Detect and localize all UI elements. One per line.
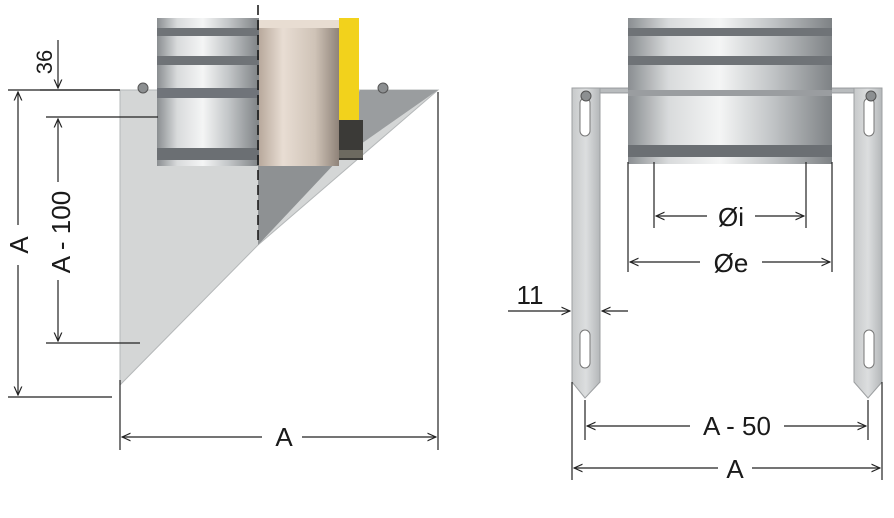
dim-height-total: A: [4, 236, 34, 254]
outer-pipe: [259, 20, 339, 166]
bolt-front-left: [580, 90, 592, 102]
dim-inner-width: A - 50: [703, 411, 771, 441]
dim-outer-diameter: Øe: [714, 248, 749, 278]
right-bracket: [853, 87, 883, 399]
front-pipe: [628, 18, 832, 164]
dim-collar-height: 36: [32, 50, 57, 74]
dim-inner-diameter: Øi: [718, 202, 744, 232]
bolt-right: [377, 82, 389, 94]
left-bracket: [571, 87, 601, 399]
insulation-layer: [339, 18, 359, 128]
dim-bracket-offset: 11: [517, 280, 544, 310]
dim-height-inner: A - 100: [46, 191, 76, 273]
dim-width-side: A: [275, 422, 293, 452]
bolt-left: [137, 82, 149, 94]
bolt-front-right: [865, 90, 877, 102]
side-view: 36 A - 100 A A: [4, 5, 440, 452]
dim-outer-width: A: [726, 454, 744, 484]
plate-shadow: [258, 160, 338, 245]
front-view: Øi Øe 11 A - 50 A: [508, 18, 883, 484]
inner-pipe: [157, 18, 259, 166]
